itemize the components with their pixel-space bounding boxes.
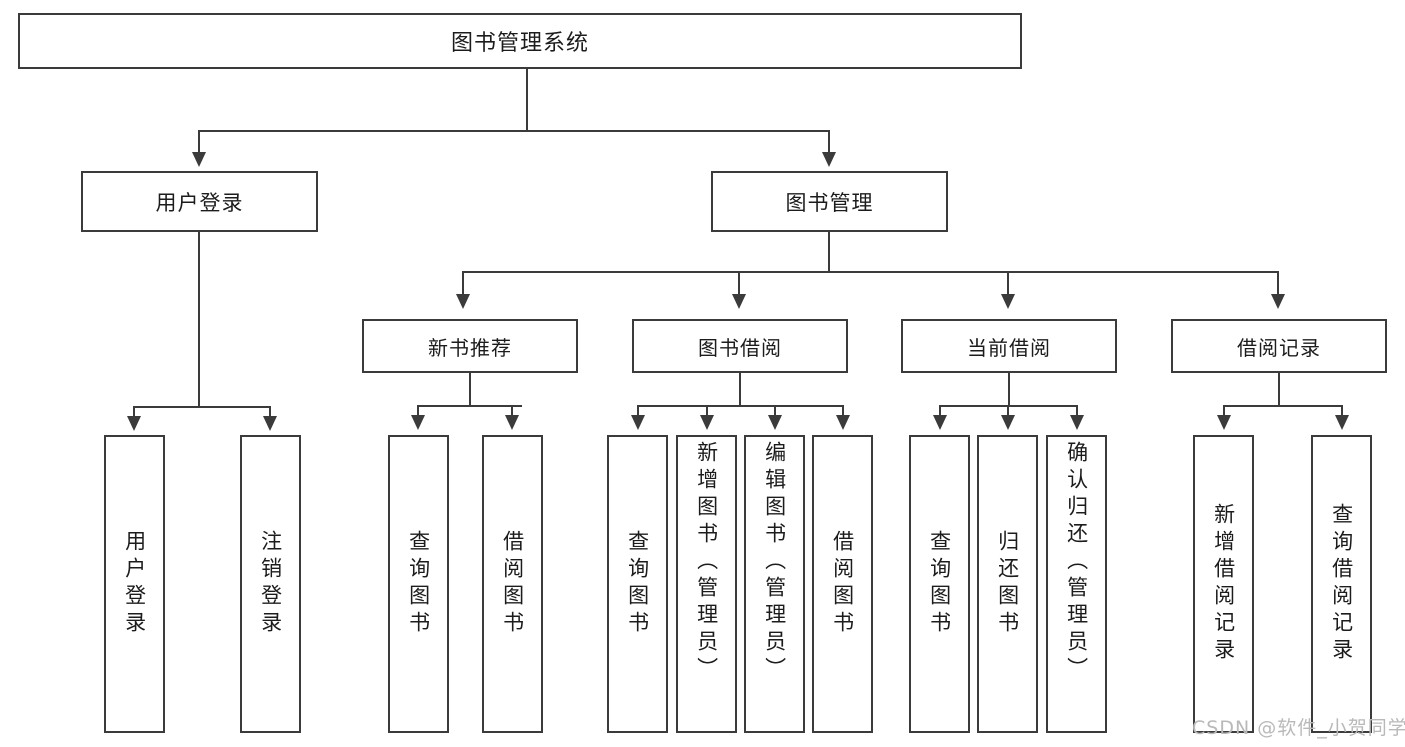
node-root-system[interactable]: 图书管理系统 xyxy=(18,13,1022,69)
connector-user-login-drop-2 xyxy=(269,406,271,418)
node-book-borrow[interactable]: 图书借阅 xyxy=(632,319,848,373)
connector-new-book-bus xyxy=(417,405,522,407)
leaf-query-borrow-record[interactable]: 查询借阅记录 xyxy=(1311,435,1372,733)
arrowhead-book-borrow xyxy=(732,294,746,309)
connector-user-login-stem xyxy=(198,232,200,408)
connector-root-bus xyxy=(198,130,830,132)
leaf-add-book-admin[interactable]: 新增图书（管理员） xyxy=(676,435,737,733)
leaf-edit-book-admin[interactable]: 编辑图书（管理员） xyxy=(744,435,805,733)
node-borrow-record[interactable]: 借阅记录 xyxy=(1171,319,1387,373)
connector-root-to-user-login xyxy=(198,130,200,155)
connector-book-borrow-stem xyxy=(739,373,741,406)
connector-current-borrow-drop-1 xyxy=(939,405,941,417)
connector-book-mgmt-drop-3 xyxy=(1007,271,1009,297)
node-new-book-recommend[interactable]: 新书推荐 xyxy=(362,319,578,373)
arrowhead-to-user-login xyxy=(192,152,206,167)
connector-book-borrow-drop-1 xyxy=(637,405,639,417)
leaf-borrow-book-recommend[interactable]: 借阅图书 xyxy=(482,435,543,733)
node-user-login[interactable]: 用户登录 xyxy=(81,171,318,232)
connector-user-login-bus xyxy=(133,406,269,408)
connector-root-stem xyxy=(526,69,528,131)
arrowhead-current-borrow-leaf-1 xyxy=(933,415,947,430)
arrowhead-book-borrow-leaf-3 xyxy=(768,415,782,430)
connector-book-mgmt-drop-4 xyxy=(1277,271,1279,297)
connector-book-borrow-bus xyxy=(637,405,843,407)
connector-new-book-drop-1 xyxy=(417,405,419,417)
arrowhead-new-book-recommend xyxy=(456,294,470,309)
arrowhead-current-borrow xyxy=(1001,294,1015,309)
leaf-borrow-book[interactable]: 借阅图书 xyxy=(812,435,873,733)
leaf-return-book[interactable]: 归还图书 xyxy=(977,435,1038,733)
connector-book-mgmt-bus xyxy=(462,271,1279,273)
leaf-add-borrow-record[interactable]: 新增借阅记录 xyxy=(1193,435,1254,733)
leaf-query-book-recommend[interactable]: 查询图书 xyxy=(388,435,449,733)
arrowhead-new-book-leaf-2 xyxy=(505,415,519,430)
connector-book-mgmt-drop-2 xyxy=(738,271,740,297)
leaf-user-login[interactable]: 用户登录 xyxy=(104,435,165,733)
connector-book-borrow-drop-2 xyxy=(706,405,708,417)
connector-borrow-record-drop-1 xyxy=(1223,405,1225,417)
connector-book-mgmt-stem xyxy=(828,232,830,272)
connector-borrow-record-stem xyxy=(1278,373,1280,406)
arrowhead-book-borrow-leaf-1 xyxy=(631,415,645,430)
connector-user-login-drop-1 xyxy=(133,406,135,418)
connector-book-borrow-drop-3 xyxy=(774,405,776,417)
connector-new-book-drop-2 xyxy=(511,405,513,417)
arrowhead-borrow-record-leaf-2 xyxy=(1335,415,1349,430)
arrowhead-new-book-leaf-1 xyxy=(411,415,425,430)
leaf-query-book-current[interactable]: 查询图书 xyxy=(909,435,970,733)
arrowhead-book-borrow-leaf-2 xyxy=(700,415,714,430)
connector-current-borrow-drop-2 xyxy=(1007,405,1009,417)
arrowhead-borrow-record xyxy=(1271,294,1285,309)
arrowhead-current-borrow-leaf-3 xyxy=(1070,415,1084,430)
arrowhead-to-book-mgmt xyxy=(822,152,836,167)
connector-borrow-record-drop-2 xyxy=(1341,405,1343,417)
arrowhead-book-borrow-leaf-4 xyxy=(836,415,850,430)
connector-book-borrow-drop-4 xyxy=(842,405,844,417)
leaf-confirm-return-admin[interactable]: 确认归还（管理员） xyxy=(1046,435,1107,733)
leaf-user-logout[interactable]: 注销登录 xyxy=(240,435,301,733)
node-book-management[interactable]: 图书管理 xyxy=(711,171,948,232)
arrowhead-user-login-leaf-2 xyxy=(263,416,277,431)
csdn-watermark: CSDN @软件_小贺同学 xyxy=(1192,717,1405,739)
connector-borrow-record-bus xyxy=(1223,405,1342,407)
arrowhead-user-login-leaf-1 xyxy=(127,416,141,431)
connector-current-borrow-stem xyxy=(1008,373,1010,406)
connector-book-mgmt-drop-1 xyxy=(462,271,464,297)
node-current-borrow[interactable]: 当前借阅 xyxy=(901,319,1117,373)
arrowhead-borrow-record-leaf-1 xyxy=(1217,415,1231,430)
arrowhead-current-borrow-leaf-2 xyxy=(1001,415,1015,430)
connector-current-borrow-drop-3 xyxy=(1076,405,1078,417)
connector-root-to-book-mgmt xyxy=(828,130,830,155)
connector-new-book-stem xyxy=(469,373,471,406)
leaf-query-book-borrow[interactable]: 查询图书 xyxy=(607,435,668,733)
